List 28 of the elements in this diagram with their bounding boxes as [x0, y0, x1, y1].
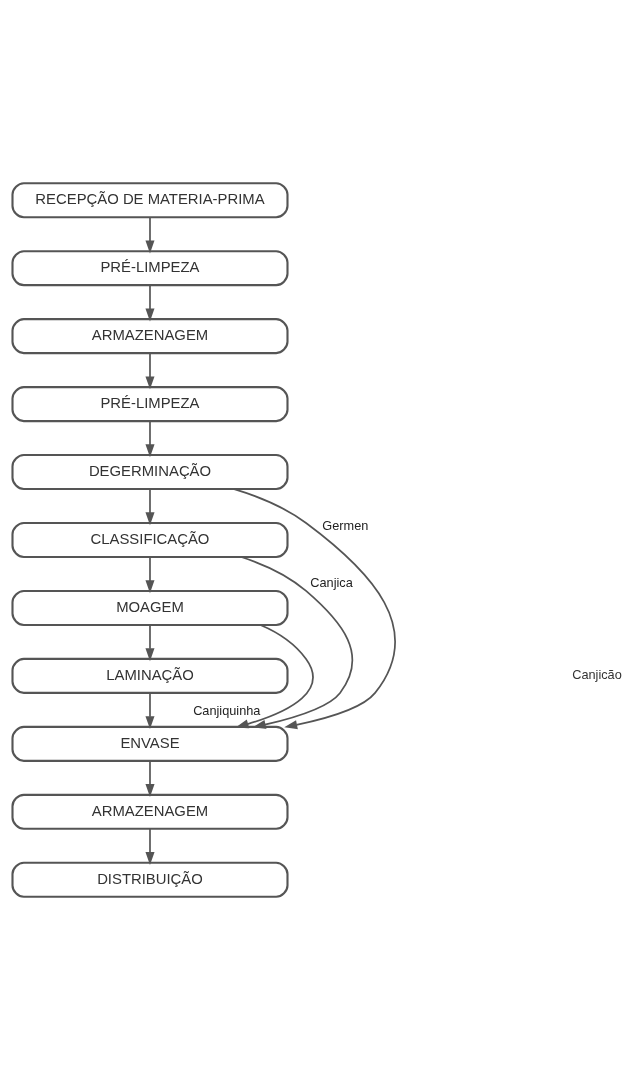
arrow — [145, 827, 155, 866]
arrow — [235, 624, 314, 729]
node-box: ENVASE — [11, 725, 289, 762]
node-box: DEGERMINAÇÃO — [11, 454, 289, 491]
arrow — [145, 488, 155, 526]
edge-label: Germen — [322, 517, 369, 533]
arrow — [145, 624, 155, 662]
node-box: MOAGEM — [11, 589, 289, 626]
node-box: LAMINAÇÃO — [11, 657, 289, 694]
node-box: ARMAZENAGEM — [11, 318, 289, 355]
arrow — [145, 284, 155, 322]
arrow — [145, 352, 155, 390]
edge-label: Canjiquinha — [193, 702, 261, 718]
arrow — [145, 760, 155, 798]
node-box: PRÉ-LIMPEZA — [11, 386, 289, 423]
node-box: PRÉ-LIMPEZA — [11, 250, 289, 287]
node-box: RECEPÇÃO DE MATERIA-PRIMA — [11, 182, 289, 219]
node-box: DISTRIBUIÇÃO — [11, 861, 289, 898]
arrow — [145, 692, 155, 730]
edge-label: Canjica — [310, 575, 353, 591]
arrow — [145, 420, 155, 458]
arrow — [240, 556, 354, 729]
arrow — [145, 556, 155, 594]
arrow — [233, 488, 396, 730]
node-box: ARMAZENAGEM — [11, 793, 289, 830]
label: Canjicão — [572, 667, 622, 683]
arrow — [145, 216, 155, 254]
node-box: CLASSIFICAÇÃO — [11, 521, 289, 559]
